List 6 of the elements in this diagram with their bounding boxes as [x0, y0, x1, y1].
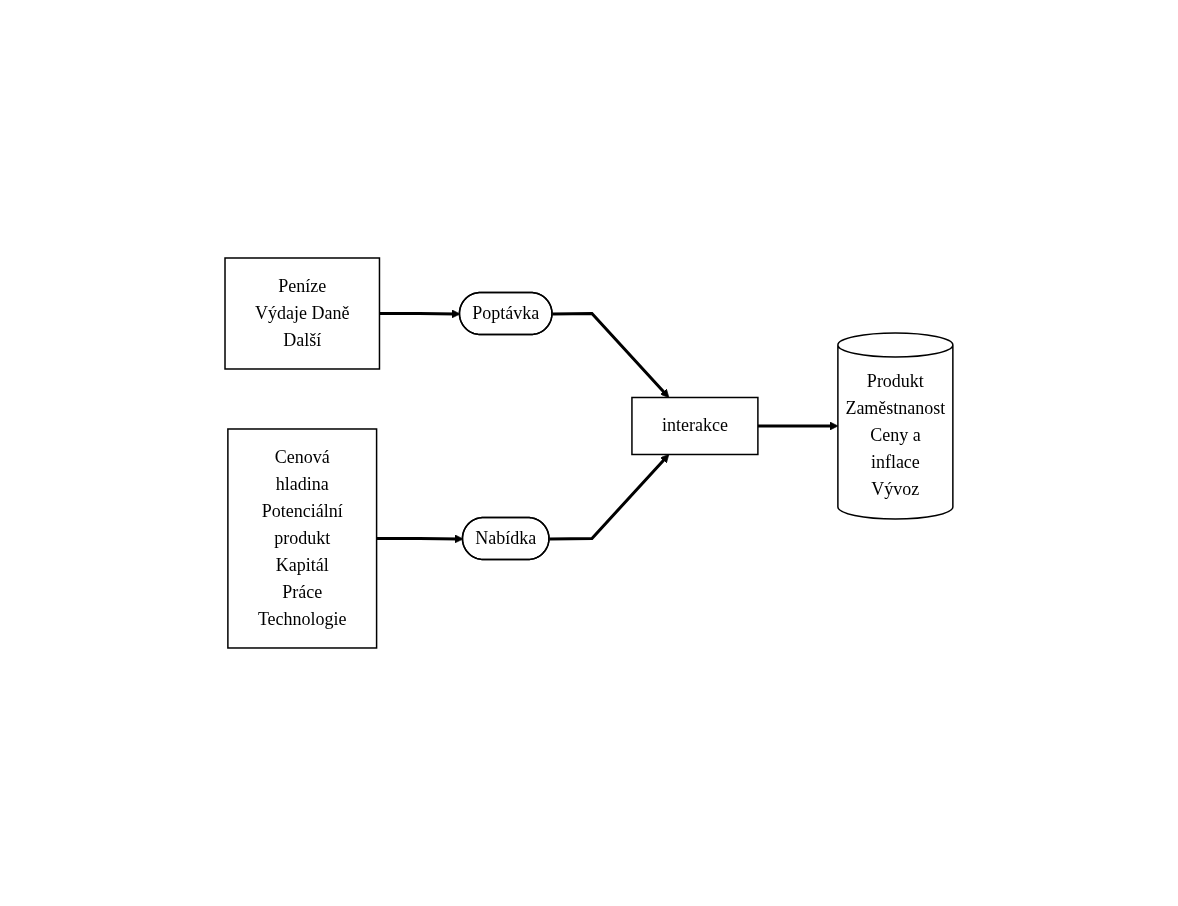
node-box: interakce [631, 396, 759, 456]
arrow [757, 421, 839, 431]
arrow [552, 312, 670, 398]
node-box: Peníze Výdaje Daně Další [224, 257, 381, 370]
node-box: Cenová hladina Potenciální produkt Kapitál Práce Technologie [227, 428, 378, 649]
arrow [549, 454, 670, 541]
